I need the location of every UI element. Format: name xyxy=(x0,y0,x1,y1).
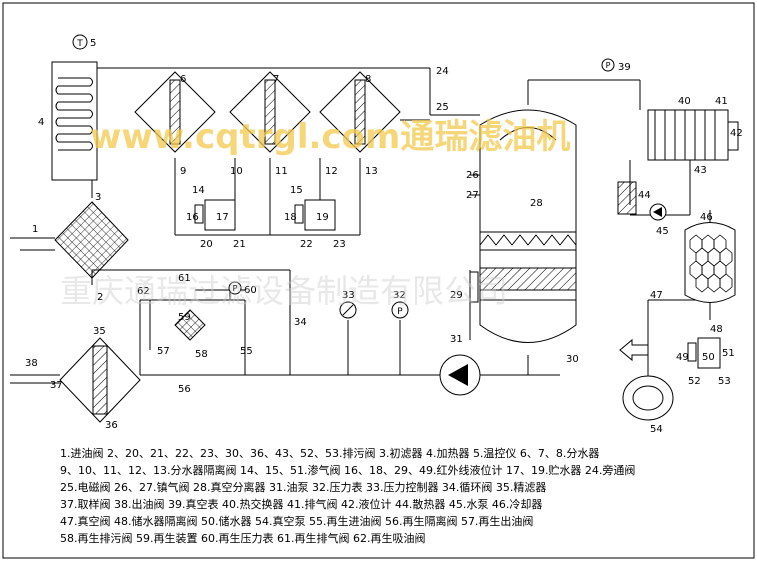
label-42: 42 xyxy=(730,128,743,139)
label-9: 9 xyxy=(180,166,186,177)
label-57: 57 xyxy=(157,346,170,357)
water-storage-tanks xyxy=(194,199,336,231)
label-3: 3 xyxy=(95,192,101,203)
label-49: 49 xyxy=(676,352,689,363)
label-28: 28 xyxy=(530,198,543,209)
legend: 1.进油阀 2、20、21、22、23、30、36、43、52、53.排污阀 3… xyxy=(60,445,740,547)
label-20: 20 xyxy=(200,239,213,250)
label-44: 44 xyxy=(638,190,651,201)
label-12: 12 xyxy=(325,166,338,177)
water-separators xyxy=(134,71,401,153)
label-19: 19 xyxy=(316,212,329,223)
water-reservoir xyxy=(687,337,721,369)
regen-pressure-gauge: P xyxy=(228,281,242,295)
label-59: 59 xyxy=(178,312,191,323)
label-10: 10 xyxy=(230,166,243,177)
component-labels: 1 2 3 4 5 6 7 8 9 10 11 12 13 14 15 16 1… xyxy=(25,38,743,435)
label-17: 17 xyxy=(216,212,229,223)
pressure-controller-gauge xyxy=(339,301,357,319)
fine-filter xyxy=(59,337,141,423)
label-61: 61 xyxy=(178,273,191,284)
label-14: 14 xyxy=(192,185,205,196)
pipelines xyxy=(10,62,711,384)
label-43: 43 xyxy=(694,165,707,176)
label-26: 26 xyxy=(466,170,479,181)
label-30: 30 xyxy=(566,354,579,365)
label-4: 4 xyxy=(38,117,44,128)
label-32: 32 xyxy=(393,290,406,301)
label-62: 62 xyxy=(137,286,150,297)
label-41: 41 xyxy=(715,96,728,107)
label-50: 50 xyxy=(702,352,715,363)
heater xyxy=(51,61,98,181)
label-5: 5 xyxy=(90,38,96,49)
label-58: 58 xyxy=(195,349,208,360)
label-15: 15 xyxy=(290,185,303,196)
label-39: 39 xyxy=(618,62,631,73)
label-1: 1 xyxy=(32,224,38,235)
label-8: 8 xyxy=(365,74,371,85)
pressure-gauge-symbol: P xyxy=(397,307,403,317)
heat-exchanger xyxy=(647,109,739,161)
thermostat-symbol: T xyxy=(76,39,83,49)
label-2: 2 xyxy=(97,292,103,303)
label-6: 6 xyxy=(180,74,186,85)
vacuum-separator xyxy=(469,109,577,343)
label-52: 52 xyxy=(688,376,701,387)
pressure-gauge: P xyxy=(391,301,409,319)
label-29: 29 xyxy=(450,290,463,301)
cooler xyxy=(684,222,736,303)
label-23: 23 xyxy=(333,239,346,250)
label-40: 40 xyxy=(678,96,691,107)
legend-line: 37.取样阀 38.出油阀 39.真空表 40.热交换器 41.排气阀 42.液… xyxy=(60,498,543,511)
label-27: 27 xyxy=(466,190,479,201)
label-47: 47 xyxy=(650,290,663,301)
vacuum-gauge-symbol: P xyxy=(606,61,611,70)
regeneration-unit xyxy=(174,309,206,341)
label-37: 37 xyxy=(50,380,63,391)
watermark-company: 重庆通瑞过滤设备制造有限公司 xyxy=(60,272,508,310)
label-56: 56 xyxy=(178,384,191,395)
label-38: 38 xyxy=(25,358,38,369)
vacuum-pump xyxy=(622,375,674,421)
label-11: 11 xyxy=(275,166,288,177)
radiator xyxy=(617,181,637,215)
exhaust-arrow-icon xyxy=(619,338,649,362)
legend-line: 9、10、11、12、13.分水器隔离阀 14、15、51.渗气阀 16、18、… xyxy=(60,464,636,477)
label-31: 31 xyxy=(450,334,463,345)
water-pump xyxy=(649,203,667,221)
prefilter xyxy=(54,201,129,279)
label-55: 55 xyxy=(240,346,253,357)
legend-line: 25.电磁阀 26、27.镇气阀 28.真空分离器 31.油泵 32.压力表 3… xyxy=(60,481,547,494)
label-25: 25 xyxy=(436,102,449,113)
label-34: 34 xyxy=(294,317,307,328)
label-35: 35 xyxy=(93,326,106,337)
vacuum-gauge: P xyxy=(601,58,615,72)
label-18: 18 xyxy=(284,212,297,223)
label-36: 36 xyxy=(105,420,118,431)
label-33: 33 xyxy=(342,290,355,301)
label-13: 13 xyxy=(365,166,378,177)
legend-line: 58.再生排污阀 59.再生装置 60.再生压力表 61.再生排气阀 62.再生… xyxy=(60,532,426,545)
label-16: 16 xyxy=(186,212,199,223)
regen-gauge-symbol: P xyxy=(233,284,238,293)
label-53: 53 xyxy=(718,376,731,387)
label-60: 60 xyxy=(244,285,257,296)
label-45: 45 xyxy=(656,226,669,237)
legend-line: 47.真空阀 48.储水器隔离阀 50.储水器 54.真空泵 55.再生进油阀 … xyxy=(60,515,534,528)
watermark-url: www.cqtrgl.com通瑞滤油机 xyxy=(90,117,570,157)
thermostat-gauge: T xyxy=(72,34,88,50)
label-7: 7 xyxy=(273,74,279,85)
oil-pump xyxy=(439,354,481,396)
label-46: 46 xyxy=(700,212,713,223)
legend-line: 1.进油阀 2、20、21、22、23、30、36、43、52、53.排污阀 3… xyxy=(60,447,600,460)
label-24: 24 xyxy=(436,66,449,77)
label-54: 54 xyxy=(650,424,663,435)
label-22: 22 xyxy=(300,239,313,250)
label-48: 48 xyxy=(710,324,723,335)
label-51: 51 xyxy=(722,348,735,359)
label-21: 21 xyxy=(233,239,246,250)
